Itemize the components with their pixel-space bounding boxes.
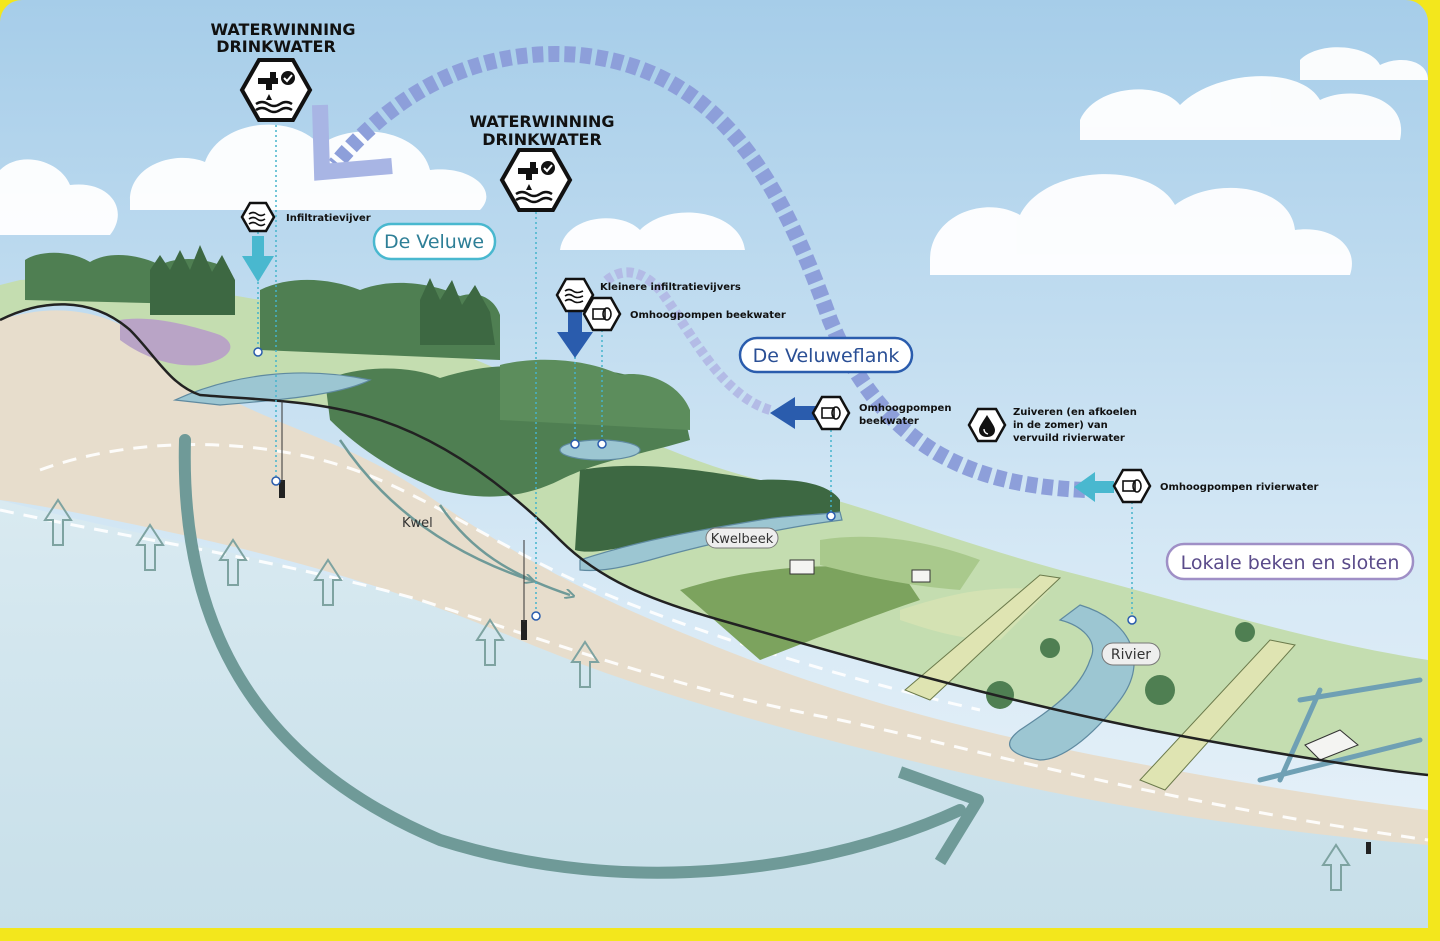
pump-arrow-rivier bbox=[1074, 472, 1114, 502]
return-flow-arc bbox=[328, 46, 1086, 498]
houses bbox=[789, 559, 1359, 761]
tap-water-check-icon bbox=[499, 148, 573, 212]
rivier-tag: Rivier bbox=[1101, 642, 1161, 666]
waterwinning-2-title-line1: WATERWINNING bbox=[469, 112, 614, 131]
ditches bbox=[1257, 677, 1423, 783]
zuiveren-label-line3: vervuild rivierwater bbox=[1013, 433, 1125, 444]
infiltration-arrow-2 bbox=[557, 312, 593, 358]
kwel-label: Kwel bbox=[402, 516, 433, 531]
omhoog-beek-2-label-line2: beekwater bbox=[859, 416, 919, 427]
svg-text:De Veluwe: De Veluwe bbox=[384, 231, 484, 253]
region-label-lokale: Lokale beken en sloten bbox=[1165, 542, 1415, 581]
pond-waves-icon bbox=[240, 201, 276, 233]
zuiveren-label-line2: in de zomer) van bbox=[1013, 420, 1108, 431]
beekwater-arc bbox=[601, 267, 772, 415]
heath-patch bbox=[120, 318, 231, 366]
pump-pipe-icon bbox=[582, 296, 622, 332]
waterwinning-1-title-line2: DRINKWATER bbox=[216, 37, 336, 56]
dikes bbox=[904, 574, 1296, 791]
svg-text:Lokale beken en sloten: Lokale beken en sloten bbox=[1181, 552, 1400, 574]
return-flow-arrowhead bbox=[312, 104, 393, 181]
upwelling-arrows bbox=[43, 498, 1351, 891]
infiltration-arrow-1 bbox=[242, 236, 274, 282]
region-label-veluweflank: De Veluweflank bbox=[738, 336, 914, 374]
waterwinning-2-title-line2: DRINKWATER bbox=[482, 130, 602, 149]
sand-layer bbox=[0, 310, 1428, 846]
svg-text:Rivier: Rivier bbox=[1111, 647, 1151, 663]
leader-dots bbox=[253, 347, 1137, 625]
purify-drop-icon bbox=[967, 407, 1007, 443]
pump-pipe-icon bbox=[811, 395, 851, 431]
kwel-arrows bbox=[338, 439, 570, 595]
kleinere-label: Kleinere infiltratievijvers bbox=[600, 282, 741, 293]
river bbox=[1009, 604, 1135, 761]
svg-text:De Veluweflank: De Veluweflank bbox=[753, 345, 900, 367]
pond-waves-icon bbox=[555, 277, 595, 313]
omhoog-rivier-label: Omhoogpompen rivierwater bbox=[1160, 482, 1318, 493]
clouds bbox=[0, 47, 1428, 275]
omhoog-beek-1-label: Omhoogpompen beekwater bbox=[630, 310, 786, 321]
pump-arrow-beek bbox=[770, 397, 816, 429]
groundwater-flow-arrowhead bbox=[897, 766, 984, 866]
infiltratievijver-label: Infiltratievijver bbox=[286, 213, 371, 224]
wells bbox=[279, 480, 1371, 854]
zuiveren-label-line1: Zuiveren (en afkoelen bbox=[1013, 407, 1137, 418]
aquitard-band bbox=[39, 443, 981, 712]
pump-pipe-icon bbox=[1112, 468, 1152, 504]
surface-edge bbox=[0, 303, 1429, 777]
forest-veluwe bbox=[25, 245, 500, 360]
omhoog-beek-2-label-line1: Omhoogpompen bbox=[859, 403, 951, 414]
well-lines bbox=[281, 400, 525, 622]
tap-water-check-icon bbox=[239, 58, 313, 122]
region-label-veluwe: De Veluwe bbox=[372, 222, 497, 261]
groundwater-flow-arrow bbox=[178, 434, 966, 879]
forest-slope bbox=[325, 359, 840, 552]
waterwinning-1-title-line1: WATERWINNING bbox=[210, 20, 355, 39]
svg-text:Kwelbeek: Kwelbeek bbox=[711, 532, 774, 547]
groundwater-layer bbox=[0, 500, 1428, 928]
kwelbeek-tag: Kwelbeek bbox=[705, 527, 779, 549]
